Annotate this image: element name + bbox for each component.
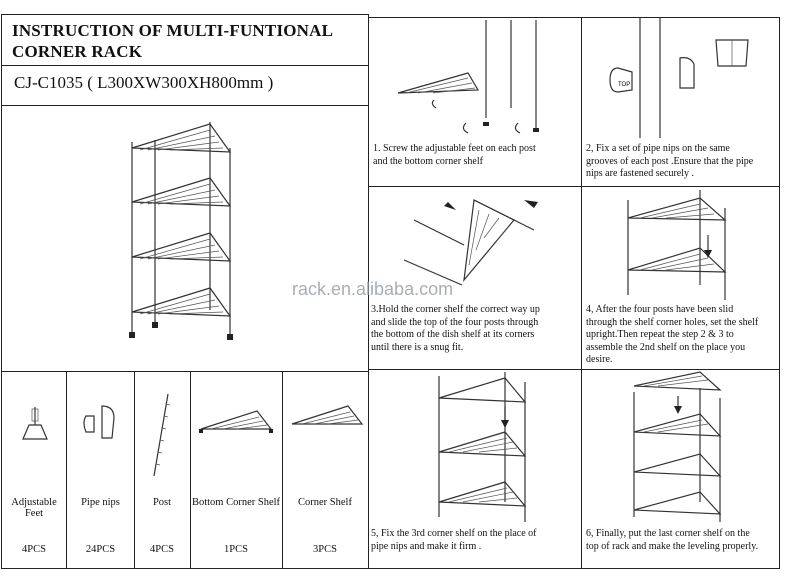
part-name-adjustable-feet: Adjustable Feet [11,497,57,519]
step-4-illustration [627,190,727,300]
step-5-line-1: 5, Fix the 3rd corner shelf on the place… [371,528,537,539]
center-divider [368,14,369,569]
step-4-line-4: assemble the 2nd shelf on the place you [586,341,746,353]
title-line-1: INSTRUCTION OF MULTI-FUNTIONAL [12,21,334,40]
corner-shelf-icon [291,405,364,425]
steps-row-divider-1 [369,186,779,187]
step-2-line-2: grooves of each post .Ensure that the pi… [586,155,754,167]
step-4-line-5: desire. [586,354,613,365]
pipe-nips-icon [83,405,115,439]
part-qty-bottom-corner-shelf: 1PCS [224,544,248,555]
step-4-line-3: upright.Then repeat the step 2 & 3 to [586,329,734,340]
title-line-2: CORNER RACK [12,42,143,61]
part-qty-post: 4PCS [150,544,174,555]
post-icon [153,393,171,477]
step-6-line-1: 6, Finally, put the last corner shelf on… [586,528,750,539]
part-name-pipe-nips: Pipe nips [81,497,120,508]
bottom-corner-shelf-icon [199,410,273,433]
bottom-border [1,568,780,569]
adjustable-feet-icon [22,407,48,440]
parts-top-divider [1,371,369,372]
part-qty-pipe-nips: 24PCS [85,544,116,555]
step-4-text: 4, After the four posts have been slid t… [586,304,776,367]
top-border-left [1,14,369,15]
parts-col-divider-1 [66,371,67,568]
parts-col-divider-4 [282,371,283,568]
part-name-corner-shelf: Corner Shelf [298,497,352,508]
step-1-illustration [397,20,539,134]
step-5-text: 5, Fix the 3rd corner shelf on the place… [371,528,579,553]
step-3-line-3: the bottom of the dish shelf at its corn… [371,329,535,340]
top-border-right [369,17,779,18]
step-3-text: 3.Hold the corner shelf the correct way … [371,304,579,354]
step-4-line-1: 4, After the four posts have been slid [586,304,734,315]
step-3-illustration [403,199,538,286]
page-title: INSTRUCTION OF MULTI-FUNTIONAL CORNER RA… [12,20,352,62]
model-divider [1,105,369,106]
step-2-illustration: TOP [609,18,749,138]
part-qty-adjustable-feet: 4PCS [22,544,46,555]
step-3-line-4: until there is a snug fit. [371,341,464,353]
step-5-illustration [438,372,527,522]
step-5-line-2: pipe nips and make it firm . [371,540,482,552]
right-border [779,17,780,569]
part-name-post: Post [152,497,172,508]
step-2-line-3: nips are fastened securely . [586,168,695,179]
watermark: rack.en.alibaba.com [292,279,454,299]
parts-col-divider-3 [190,371,191,568]
step-2-line-1: 2, Fix a set of pipe nips on the same [586,143,730,154]
part-name-bottom-corner-shelf: Bottom Corner Shelf [191,497,281,508]
step-1-line-2: and the bottom corner shelf [373,155,483,167]
step-3-line-1: 3.Hold the corner shelf the correct way … [371,304,540,315]
steps-mid-divider [581,17,582,569]
part-qty-corner-shelf: 3PCS [313,544,337,555]
step-3-line-2: and slide the top of the four posts thro… [371,316,539,328]
left-border [1,14,2,569]
assembled-rack-illustration [129,122,233,340]
parts-col-divider-2 [134,371,135,568]
step-4-line-2: through the shelf corner holes, set the … [586,316,759,328]
step-1-text: 1. Screw the adjustable feet on each pos… [373,143,578,168]
pipe-nip-top-label: TOP [618,82,630,88]
model-spec: CJ-C1035 ( L300XW300XH800mm ) [14,73,274,92]
step-6-illustration [633,371,722,522]
step-2-text: 2, Fix a set of pipe nips on the same gr… [586,143,776,181]
step-6-line-2: top of rack and make the leveling proper… [586,540,759,552]
steps-row-divider-2 [369,369,779,370]
step-1-line-1: 1. Screw the adjustable feet on each pos… [373,143,536,154]
step-6-text: 6, Finally, put the last corner shelf on… [586,528,776,553]
header-divider [1,65,369,66]
